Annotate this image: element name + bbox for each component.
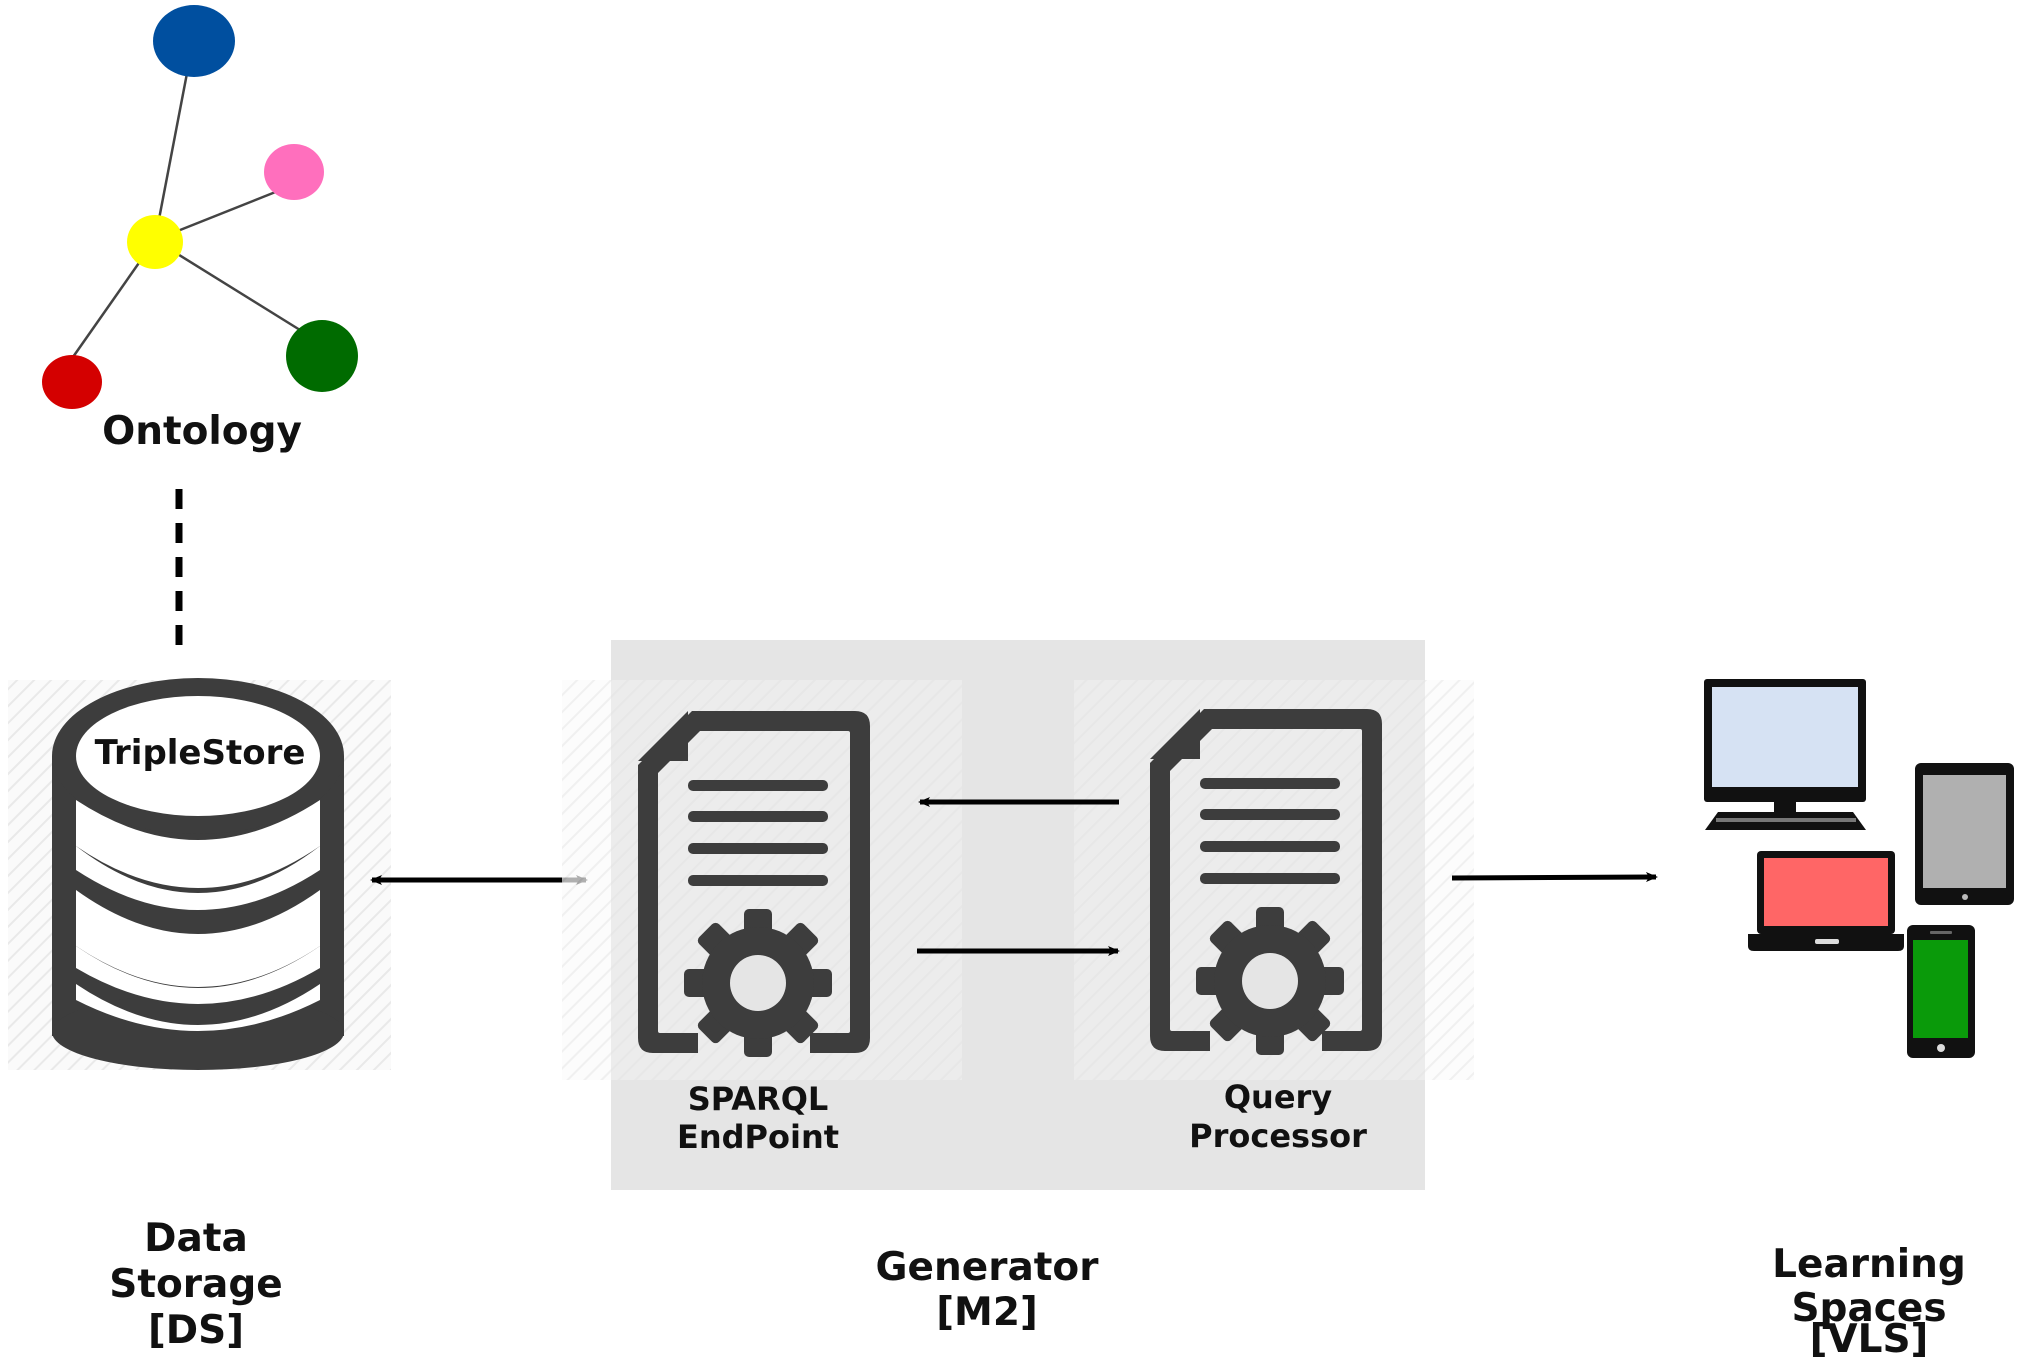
tablet-icon	[1915, 763, 2014, 905]
query-label-line2: Processor	[1189, 1117, 1367, 1155]
ontology-graph-icon	[42, 5, 358, 409]
database-icon	[52, 678, 344, 1070]
sparql-label-line2: EndPoint	[677, 1118, 839, 1156]
query-label-line1: Query	[1224, 1078, 1332, 1116]
arrow-generator-to-devices	[1451, 872, 1658, 883]
generator-label-line1: Generator	[876, 1245, 1100, 1290]
desktop-monitor-icon	[1704, 679, 1866, 830]
learning-spaces-label-line2: Spaces	[1791, 1286, 1946, 1331]
phone-icon	[1907, 925, 1975, 1058]
ontology-node-green	[286, 320, 358, 392]
laptop-icon	[1748, 851, 1904, 951]
triplestore-label: TripleStore	[95, 733, 306, 773]
ontology-node-blue	[153, 5, 235, 77]
data-storage-label-line2: Storage	[109, 1262, 282, 1307]
ontology-label: Ontology	[102, 409, 302, 454]
data-storage-label-line3: [DS]	[148, 1308, 244, 1353]
ontology-node-red	[42, 355, 102, 409]
ontology-node-yellow	[127, 215, 183, 269]
data-storage-label-line1: Data	[144, 1216, 248, 1261]
learning-spaces-label-line3: [VLS]	[1810, 1317, 1929, 1358]
devices-icon	[1704, 679, 2014, 1058]
sparql-label-line1: SPARQL	[688, 1080, 829, 1118]
learning-spaces-label-line1: Learning	[1772, 1242, 1966, 1287]
generator-label-line2: [M2]	[936, 1290, 1038, 1335]
ontology-node-pink	[264, 144, 324, 200]
